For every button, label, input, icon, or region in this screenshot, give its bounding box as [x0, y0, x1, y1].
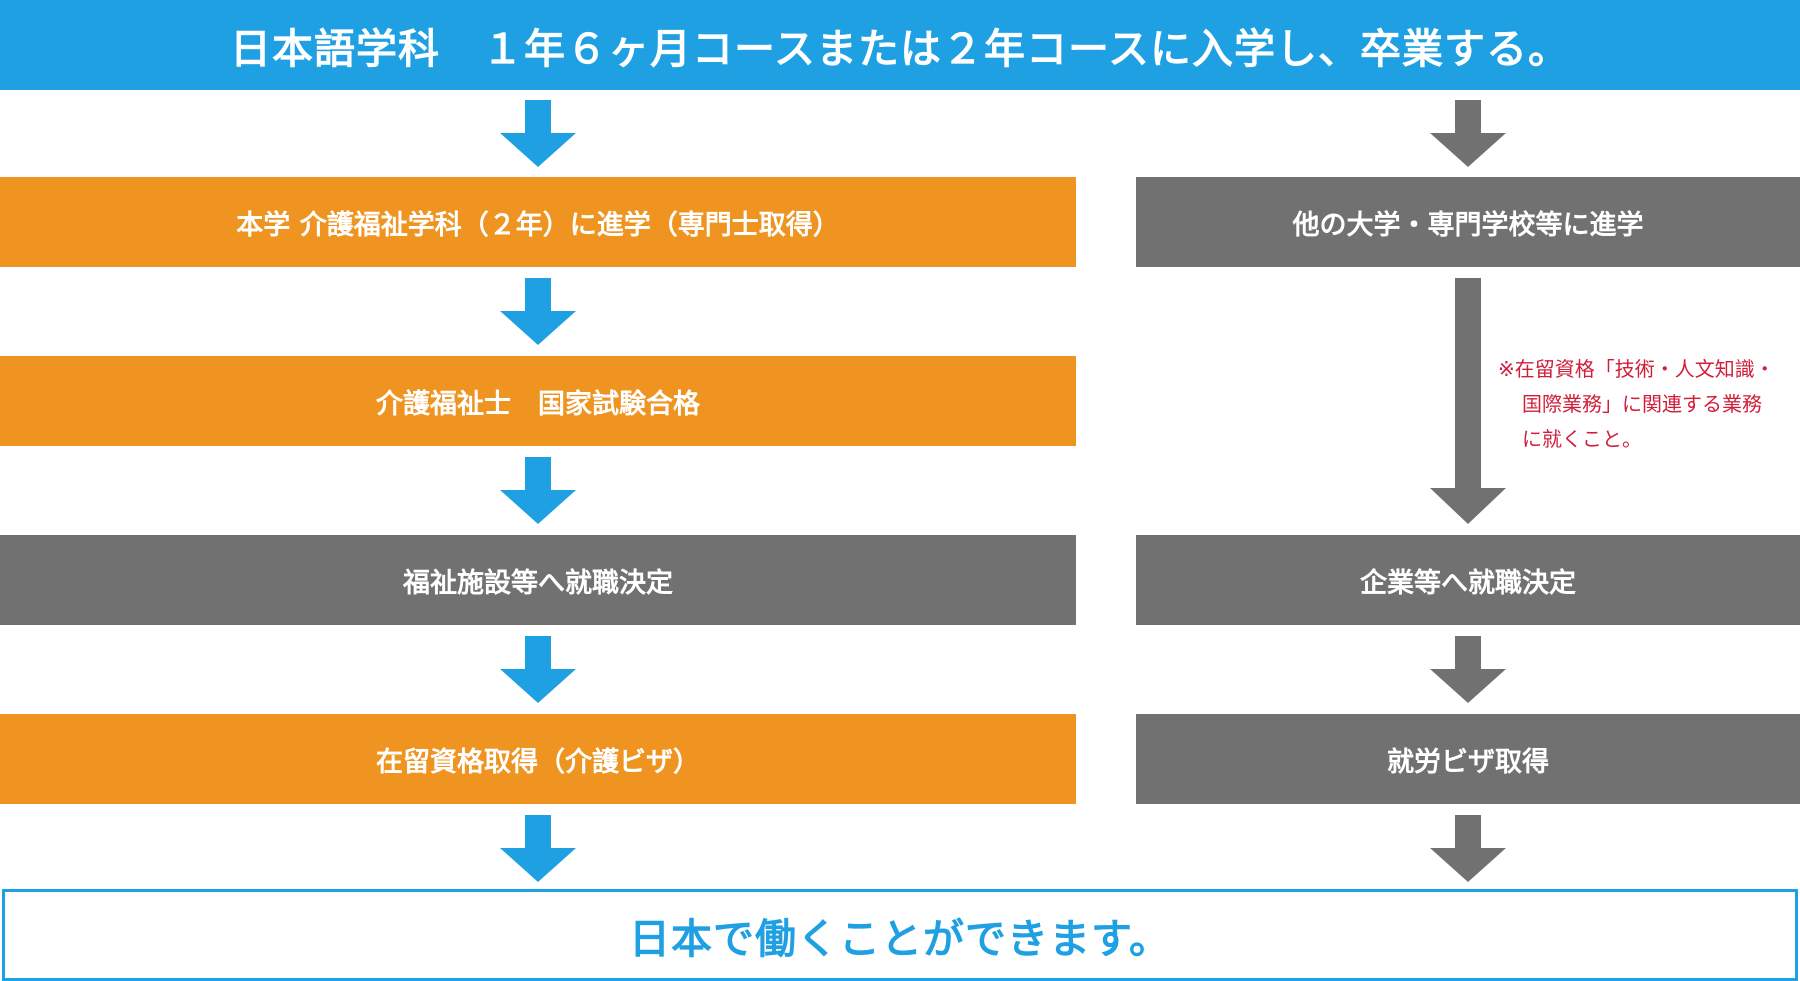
- down-arrow-icon: [500, 815, 576, 882]
- visa-note: ※在留資格「技術・人文知識・ 国際業務」に関連する業務 に就くこと。: [1498, 352, 1798, 457]
- step-label: 企業等へ就職決定: [1360, 567, 1576, 599]
- result-text: 日本で働くことができます。: [629, 915, 1171, 963]
- down-arrow-icon: [500, 278, 576, 345]
- long-down-arrow-icon: [1430, 278, 1506, 524]
- step-box-work-visa: 就労ビザ取得: [1136, 714, 1800, 804]
- down-arrow-icon: [1430, 815, 1506, 882]
- step-label: 在留資格取得（介護ビザ）: [376, 746, 700, 778]
- down-arrow-icon: [1430, 636, 1506, 703]
- down-arrow-icon: [1430, 100, 1506, 167]
- step-box-other-school: 他の大学・専門学校等に進学: [1136, 177, 1800, 267]
- header-title: 日本語学科 １年６ヶ月コースまたは２年コースに入学し、卒業する。: [230, 25, 1570, 73]
- note-line: 国際業務」に関連する業務: [1522, 392, 1762, 416]
- down-arrow-icon: [500, 636, 576, 703]
- step-label: 他の大学・専門学校等に進学: [1292, 209, 1644, 241]
- note-line: に就くこと。: [1522, 427, 1642, 451]
- down-arrow-icon: [500, 100, 576, 167]
- step-box-national-exam: 介護福祉士 国家試験合格: [0, 356, 1076, 446]
- step-label: 就労ビザ取得: [1387, 746, 1549, 778]
- step-box-welfare-employment: 福祉施設等へ就職決定: [0, 535, 1076, 625]
- step-label: 福祉施設等へ就職決定: [403, 567, 673, 599]
- step-box-company-employment: 企業等へ就職決定: [1136, 535, 1800, 625]
- header-banner: 日本語学科 １年６ヶ月コースまたは２年コースに入学し、卒業する。: [0, 0, 1800, 90]
- step-box-care-welfare-course: 本学 介護福祉学科（２年）に進学（専門士取得）: [0, 177, 1076, 267]
- down-arrow-icon: [500, 457, 576, 524]
- note-line: ※在留資格「技術・人文知識・: [1498, 357, 1775, 381]
- result-banner: 日本で働くことができます。: [2, 889, 1798, 981]
- step-label: 介護福祉士 国家試験合格: [376, 388, 700, 420]
- step-box-care-visa: 在留資格取得（介護ビザ）: [0, 714, 1076, 804]
- step-label: 本学 介護福祉学科（２年）に進学（専門士取得）: [236, 209, 840, 241]
